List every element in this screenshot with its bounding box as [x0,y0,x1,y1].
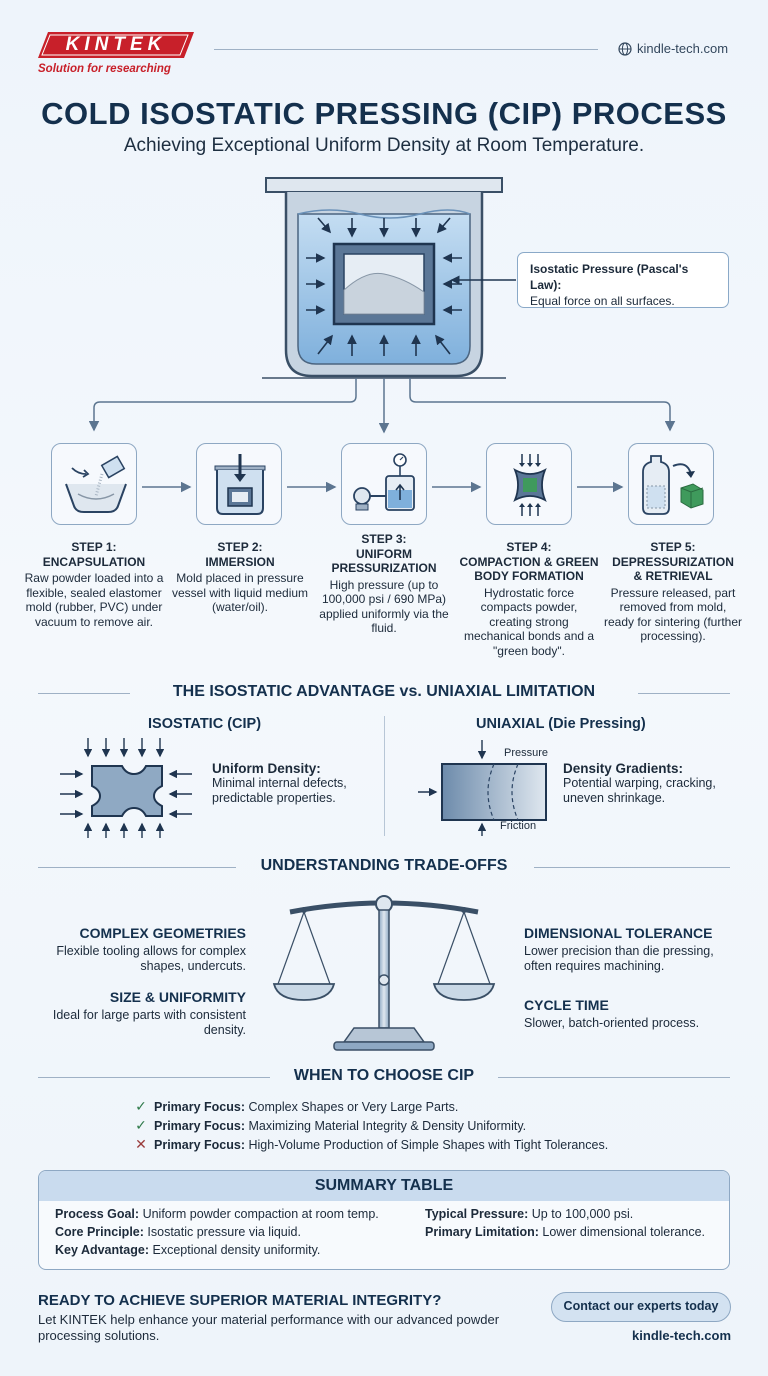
con-cycle-time: CYCLE TIME Slower, batch-oriented proces… [524,997,734,1031]
uniaxial-label: UNIAXIAL (Die Pressing) [476,716,646,732]
uniaxial-heading: Density Gradients: [563,761,684,776]
isostatic-label: ISOSTATIC (CIP) [148,716,262,732]
powder-pour-icon [65,455,127,513]
step-body: Mold placed in pressure vessel with liqu… [171,571,309,614]
cta-title: READY TO ACHIEVE SUPERIOR MATERIAL INTEG… [38,1292,442,1309]
summary-row: Process Goal: Uniform powder compaction … [55,1207,379,1221]
summary-row: Typical Pressure: Up to 100,000 psi. [425,1207,634,1221]
step-body: Pressure released, part removed from mol… [603,585,743,644]
check-icon: ✓ [135,1117,147,1133]
step-title: STEP 3: UNIFORM PRESSURIZATION [331,532,437,575]
section-divider [638,693,730,694]
header-divider [214,49,598,50]
choose-item-2: ✓ Primary Focus: Maximizing Material Int… [135,1117,527,1133]
step-5-icon-box [628,443,714,525]
tagline: Solution for researching [38,63,171,75]
uniaxial-diagram [418,740,547,836]
section-divider [38,693,130,694]
section-divider [38,1077,270,1078]
step-body: Hydrostatic force compacts powder, creat… [463,585,595,658]
step-3-icon-box [341,443,427,525]
step-body: High pressure (up to 100,000 psi / 690 M… [319,577,449,636]
pascal-law-callout: Isostatic Pressure (Pascal's Law): Equal… [517,252,729,308]
con-dimensional-tolerance: DIMENSIONAL TOLERANCE Lower precision th… [524,925,734,974]
step-3-text: STEP 3: UNIFORM PRESSURIZATION High pres… [314,532,454,636]
uniaxial-description: Density Gradients: Potential warping, cr… [563,761,733,806]
step-1-text: STEP 1: ENCAPSULATION Raw powder loaded … [24,540,164,629]
tradeoff-body: Lower precision than die pressing, often… [524,944,714,973]
page-title: COLD ISOSTATIC PRESSING (CIP) PROCESS [41,96,727,131]
isostatic-diagram [60,738,192,838]
page-subtitle: Achieving Exceptional Uniform Density at… [123,135,645,156]
summary-row: Key Advantage: Exceptional density unifo… [55,1243,321,1257]
step-title: STEP 4: COMPACTION & GREEN BODY FORMATIO… [459,540,599,583]
summary-row: Primary Limitation: Lower dimensional to… [425,1225,705,1239]
pressure-label: Pressure [504,747,549,759]
isostatic-description: Uniform Density: Minimal internal defect… [212,761,372,806]
callout-body: Equal force on all surfaces. [530,294,675,308]
balance-scale-icon [272,895,496,1051]
choose-item-3: ✕ Primary Focus: High-Volume Production … [135,1136,609,1152]
globe-icon [618,41,632,56]
website-link-top[interactable]: kindle-tech.com [618,41,728,56]
step-5-text: STEP 5: DEPRESSURIZATION & RETRIEVAL Pre… [603,540,743,644]
pro-complex-geometries: COMPLEX GEOMETRIES Flexible tooling allo… [38,925,246,974]
pump-gauge-icon [353,453,415,511]
step-4-icon-box [486,443,572,525]
friction-label: Friction [500,820,537,832]
cta-body: Let KINTEK help enhance your material pe… [38,1312,500,1343]
column-divider [384,716,385,836]
step-2-icon-box [196,443,282,525]
tradeoff-body: Ideal for large parts with consistent de… [52,1008,246,1037]
contact-experts-button[interactable]: Contact our experts today [551,1292,731,1322]
step-title: STEP 1: ENCAPSULATION [42,540,146,569]
callout-title: Isostatic Pressure (Pascal's Law): [530,262,689,292]
compaction-icon [513,454,547,516]
step-flow-arrows [142,481,624,493]
pressure-vessel-diagram [88,177,676,434]
tradeoff-body: Slower, batch-oriented process. [524,1016,700,1030]
logo-text: KINTEK [65,34,167,55]
pro-size-uniformity: SIZE & UNIFORMITY Ideal for large parts … [38,989,246,1038]
tradeoff-title: DIMENSIONAL TOLERANCE [524,925,713,941]
section-divider [38,867,236,868]
step-title: STEP 2: IMMERSION [205,540,275,569]
step-2-text: STEP 2: IMMERSION Mold placed in pressur… [170,540,310,615]
tradeoff-title: CYCLE TIME [524,997,609,1013]
vessel-immersion-icon [214,454,266,515]
summary-title: SUMMARY TABLE [39,1171,729,1201]
section-divider [498,1077,730,1078]
step-1-icon-box [51,443,137,525]
step-4-text: STEP 4: COMPACTION & GREEN BODY FORMATIO… [459,540,599,658]
check-icon: ✓ [135,1098,147,1114]
isostatic-heading: Uniform Density: [212,761,321,776]
step-body: Raw powder loaded into a flexible, seale… [24,571,164,629]
tradeoffs-title: UNDERSTANDING TRADE-OFFS [260,857,508,874]
kintek-logo: KINTEK [38,30,194,60]
step-title: STEP 5: DEPRESSURIZATION & RETRIEVAL [612,540,734,583]
cross-icon: ✕ [135,1136,147,1152]
summary-row: Core Principle: Isostatic pressure via l… [55,1225,301,1239]
website-text: kindle-tech.com [637,41,729,56]
advantage-title: THE ISOSTATIC ADVANTAGE vs. UNIAXIAL LIM… [172,683,596,700]
website-link-bottom[interactable]: kindle-tech.com [632,1328,731,1343]
summary-table: SUMMARY TABLE Process Goal: Uniform powd… [38,1170,730,1270]
tradeoff-title: SIZE & UNIFORMITY [109,989,246,1005]
retrieval-icon [642,455,704,515]
choose-title: WHEN TO CHOOSE CIP [293,1067,475,1084]
tradeoff-title: COMPLEX GEOMETRIES [79,925,246,941]
choose-item-1: ✓ Primary Focus: Complex Shapes or Very … [135,1098,459,1114]
section-divider [534,867,730,868]
tradeoff-body: Flexible tooling allows for complex shap… [56,944,246,973]
